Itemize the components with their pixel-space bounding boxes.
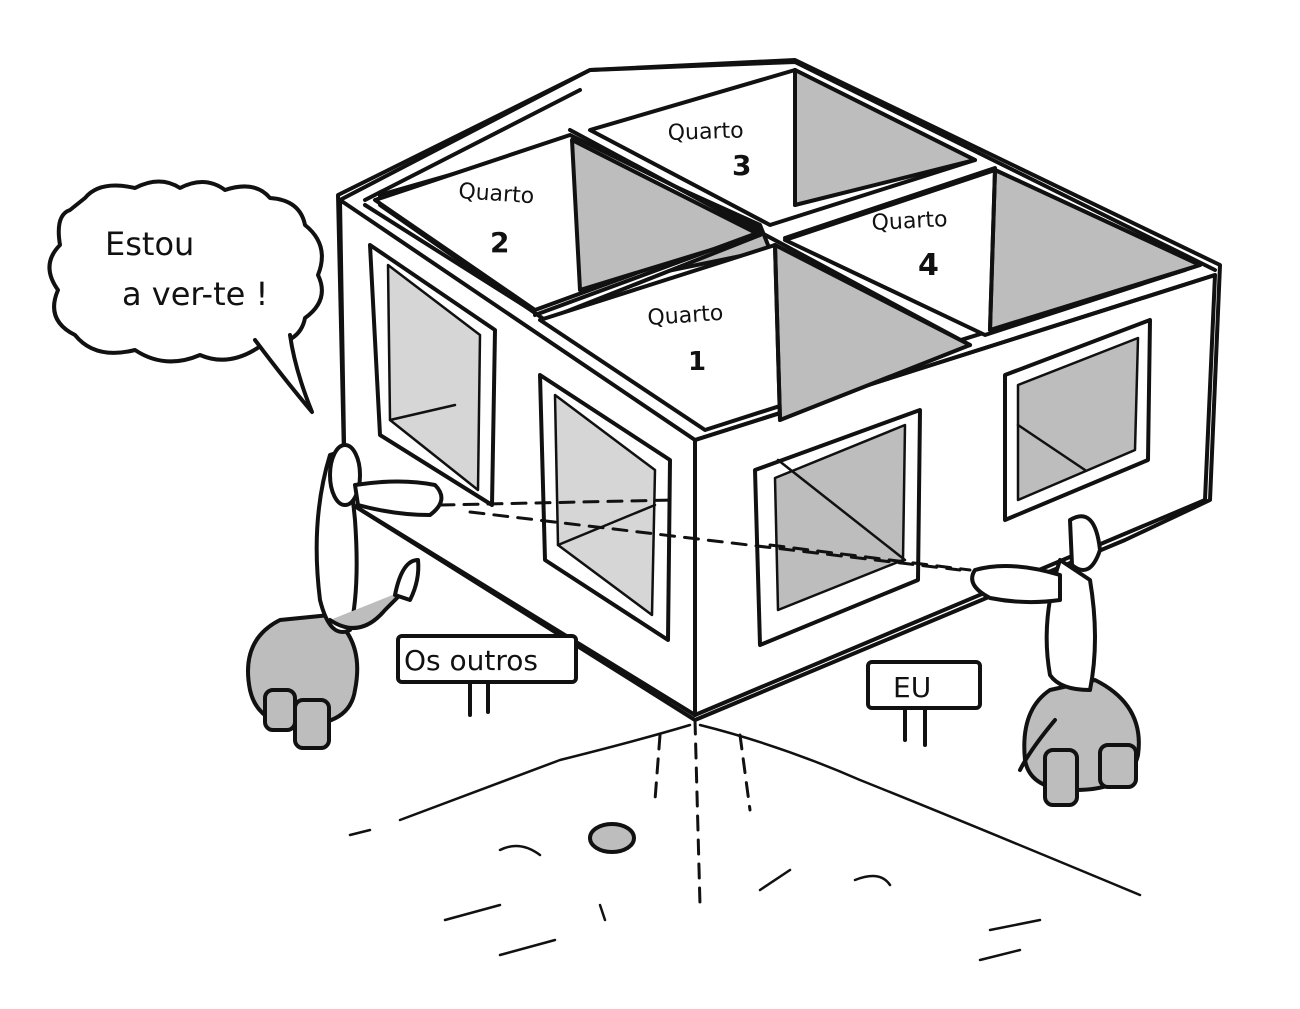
room-3 (588, 68, 977, 227)
room-3-number: 3 (732, 149, 751, 182)
room-3-label: Quarto (667, 118, 744, 146)
sign-me: EU (866, 660, 982, 747)
room-1-number: 1 (688, 347, 706, 377)
right-character (970, 514, 1141, 807)
room-4-label: Quarto (871, 207, 948, 236)
speech-bubble-line1: Estou (105, 225, 194, 263)
left-window-2 (538, 373, 672, 642)
house-with-four-rooms (336, 58, 1222, 722)
sight-lines (438, 498, 972, 572)
right-window-1 (753, 408, 922, 647)
speech-bubble: Estou a ver-te ! (47, 179, 324, 414)
room-4-number: 4 (918, 248, 939, 283)
left-window-1 (368, 243, 497, 507)
sign-others-text: Os outros (404, 644, 538, 677)
left-character (246, 443, 444, 750)
sign-others: Os outros (396, 634, 578, 717)
room-2-number: 2 (490, 226, 509, 259)
sign-me-text: EU (893, 671, 931, 704)
speech-bubble-line2: a ver-te ! (122, 275, 268, 313)
right-window-2 (1003, 318, 1152, 522)
room-labels: Quarto 2 Quarto 3 Quarto 4 Quarto 1 (458, 118, 949, 377)
room-2-label: Quarto (458, 179, 535, 209)
ground-marks (348, 718, 1142, 962)
room-1-label: Quarto (647, 301, 724, 331)
